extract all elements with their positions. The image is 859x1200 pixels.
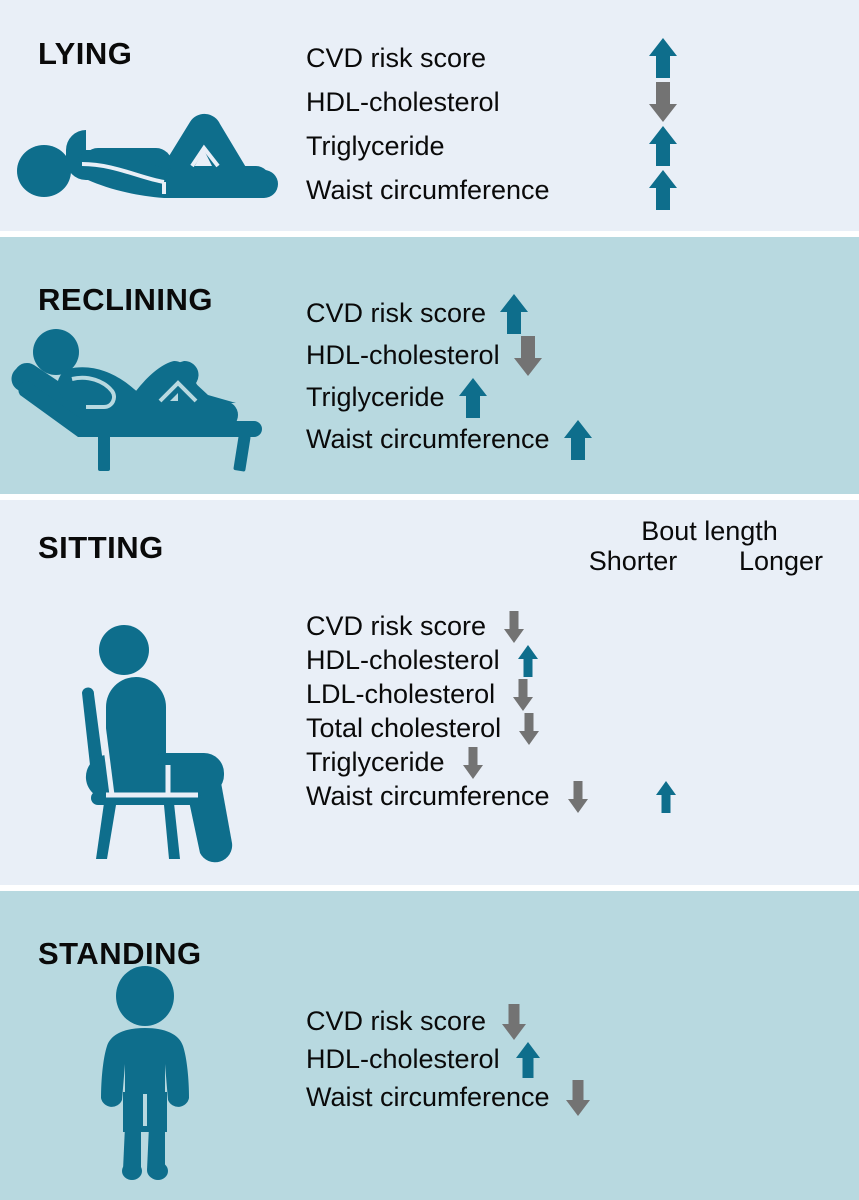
person-standing-icon: [78, 965, 213, 1181]
measure-row: Triglyceride: [306, 124, 691, 168]
arrow-up-teal-icon: [486, 293, 542, 335]
measure-row: CVD risk score: [306, 36, 691, 80]
measure-label: Triglyceride: [306, 382, 445, 413]
bout-longer-label: Longer: [738, 545, 824, 576]
arrow-down-gray-icon: [635, 81, 691, 123]
panel-title-reclining: RECLINING: [38, 281, 213, 317]
arrow-down-gray-icon: [445, 746, 501, 780]
measure-label: Total cholesterol: [306, 713, 502, 744]
measure-label: HDL-cholesterol: [306, 86, 500, 117]
measure-label: Waist circumference: [306, 174, 550, 205]
person-lying-icon: [14, 108, 284, 203]
measure-row: Waist circumference: [306, 780, 726, 814]
measures-standing: CVD risk score HDL-cholesterol Waist cir…: [306, 1003, 606, 1117]
arrow-down-gray-icon: [550, 780, 606, 814]
arrow-down-gray-icon: [550, 1079, 606, 1117]
arrow-down-gray-icon: [486, 1003, 542, 1041]
arrow-up-teal-icon: [635, 37, 691, 79]
measure-label: CVD risk score: [306, 298, 487, 329]
bout-length-header: Bout length Shorter Longer: [560, 515, 859, 576]
arrow-down-gray-icon: [486, 610, 542, 644]
arrow-up-teal-icon: [500, 1041, 556, 1079]
panel-title-standing: STANDING: [38, 935, 202, 971]
measure-row: Triglyceride: [306, 377, 606, 419]
bout-shorter-label: Shorter: [588, 545, 678, 576]
measure-row: HDL-cholesterol: [306, 335, 606, 377]
person-sitting-icon: [70, 615, 265, 865]
measure-row: CVD risk score: [306, 293, 606, 335]
measure-row: Waist circumference: [306, 1079, 606, 1117]
measure-label: LDL-cholesterol: [306, 679, 496, 710]
arrow-up-teal-icon: [550, 419, 606, 461]
measure-row: Triglyceride: [306, 746, 726, 780]
measure-row: Waist circumference: [306, 168, 691, 212]
panel-lying: LYING CVD risk scor: [0, 0, 859, 231]
measure-label: Triglyceride: [306, 130, 445, 161]
panel-title-lying: LYING: [38, 36, 133, 71]
measure-label: CVD risk score: [306, 42, 487, 73]
measure-label: Waist circumference: [306, 424, 550, 455]
panel-sitting: SITTING Bout length Shorter Longer: [0, 499, 859, 885]
measure-row: LDL-cholesterol: [306, 678, 726, 712]
arrow-down-gray-icon: [500, 335, 556, 377]
measure-label: Waist circumference: [306, 1082, 550, 1113]
panel-standing: STANDING CVD risk score: [0, 890, 859, 1200]
measures-lying: CVD risk score HDL-cholesterol Triglycer…: [306, 36, 691, 212]
measure-row: Total cholesterol: [306, 712, 726, 746]
arrow-up-teal-icon: [635, 125, 691, 167]
panel-reclining: RECLINING: [0, 236, 859, 494]
panel-title-sitting: SITTING: [38, 529, 164, 565]
measure-label: CVD risk score: [306, 1006, 487, 1037]
arrow-up-teal-longer-icon: [606, 780, 726, 814]
measure-label: HDL-cholesterol: [306, 340, 500, 371]
bout-length-title: Bout length: [641, 515, 778, 546]
measures-sitting: CVD risk score HDL-cholesterol LDL-chole…: [306, 610, 726, 814]
measure-row: HDL-cholesterol: [306, 80, 691, 124]
measure-row: CVD risk score: [306, 1003, 606, 1041]
measure-label: Triglyceride: [306, 747, 445, 778]
person-reclining-icon: [8, 317, 268, 477]
measure-row: HDL-cholesterol: [306, 1041, 606, 1079]
arrow-down-gray-icon: [501, 712, 557, 746]
arrow-up-teal-icon: [500, 644, 556, 678]
measure-row: HDL-cholesterol: [306, 644, 726, 678]
measure-row: CVD risk score: [306, 610, 726, 644]
measure-label: CVD risk score: [306, 611, 487, 642]
arrow-up-teal-icon: [635, 169, 691, 211]
arrow-up-teal-icon: [445, 377, 501, 419]
bout-length-subheaders: Shorter Longer: [560, 545, 859, 576]
arrow-down-gray-icon: [495, 678, 551, 712]
measures-reclining: CVD risk score HDL-cholesterol Triglycer…: [306, 293, 606, 461]
measure-row: Waist circumference: [306, 419, 606, 461]
measure-label: HDL-cholesterol: [306, 645, 500, 676]
measure-label: HDL-cholesterol: [306, 1044, 500, 1075]
measure-label: Waist circumference: [306, 781, 550, 812]
